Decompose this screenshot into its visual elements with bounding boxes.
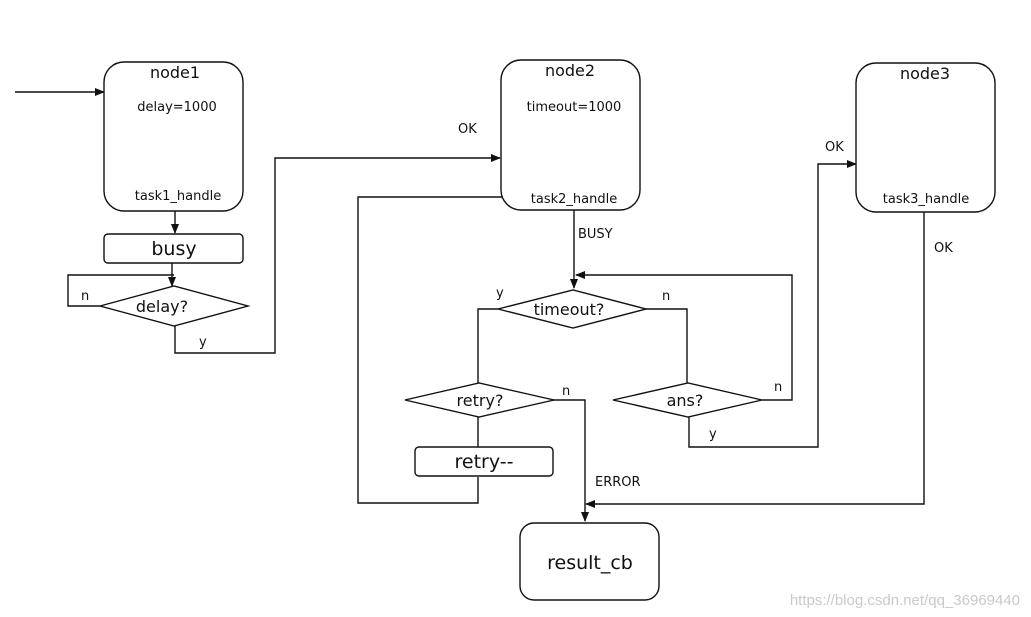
delay-diamond (97, 285, 251, 327)
node1-box (103, 61, 244, 212)
node3-ok-in-label: OK (825, 140, 844, 155)
ans-no-label: n (774, 380, 782, 395)
delay-yes-to-node2 (174, 154, 501, 354)
timeout-yes-line (477, 308, 498, 385)
timeout-decision: timeout? (497, 289, 649, 329)
node2-title: node2 (545, 61, 595, 80)
node2-handler: task2_handle (531, 192, 617, 207)
timeout-label: timeout? (534, 300, 605, 319)
result-cb-box (519, 522, 660, 601)
retry-decrement-box (414, 446, 554, 477)
node1-param: delay=1000 (137, 100, 217, 115)
timeout-no-label: n (662, 289, 670, 304)
delay-label: delay? (136, 297, 188, 316)
node1-title: node1 (150, 63, 200, 82)
delay-no-label: n (81, 289, 89, 304)
retry-decision: retry? (404, 382, 555, 418)
ans-diamond (612, 382, 763, 418)
ans-no-loop (575, 271, 793, 401)
retry-decrement-step: retry-- (414, 446, 554, 477)
timeout-yes-label: y (496, 286, 504, 301)
node2-ok-label: OK (458, 122, 477, 137)
node1: node1 delay=1000 task1_handle (103, 61, 244, 212)
retry-loop-to-node2 (357, 193, 531, 504)
retry-no-to-result (553, 399, 589, 522)
ans-yes-to-node3 (688, 160, 857, 448)
node3-handler: task3_handle (883, 192, 969, 207)
busy-label: busy (151, 238, 196, 260)
node3-ok-to-result (585, 212, 925, 508)
edge-labels: n y OK BUSY y n n n y OK OK ERROR (81, 122, 953, 490)
delay-no-loop (67, 274, 174, 307)
result-cb-label: result_cb (547, 552, 633, 574)
node3-title: node3 (900, 64, 950, 83)
node1-handler: task1_handle (135, 189, 221, 204)
ans-label: ans? (667, 391, 704, 410)
busy-box (103, 233, 244, 264)
timeout-diamond (497, 289, 649, 329)
delay-yes-label: y (199, 335, 207, 350)
error-label: ERROR (595, 475, 641, 490)
timeout-no-line (645, 308, 688, 385)
watermark: https://blog.csdn.net/qq_36969440 (790, 592, 1020, 609)
busy-step: busy (103, 233, 244, 264)
node2-param: timeout=1000 (527, 100, 622, 115)
node3-ok-out-label: OK (934, 241, 953, 256)
node2-box (500, 59, 641, 211)
ans-yes-label: y (709, 427, 717, 442)
busy-edge-label: BUSY (578, 227, 613, 242)
result-cb-step: result_cb (519, 522, 660, 601)
retry-diamond (404, 382, 555, 418)
retry-label: retry? (457, 391, 504, 410)
ans-decision: ans? (612, 382, 763, 418)
delay-decision: delay? (97, 285, 251, 327)
retry-decrement-label: retry-- (455, 451, 514, 473)
retry-no-label: n (562, 384, 570, 399)
node3: node3 task3_handle (855, 62, 996, 213)
node2: node2 timeout=1000 task2_handle (500, 59, 641, 211)
connectors (15, 88, 925, 522)
node3-box (855, 62, 996, 213)
